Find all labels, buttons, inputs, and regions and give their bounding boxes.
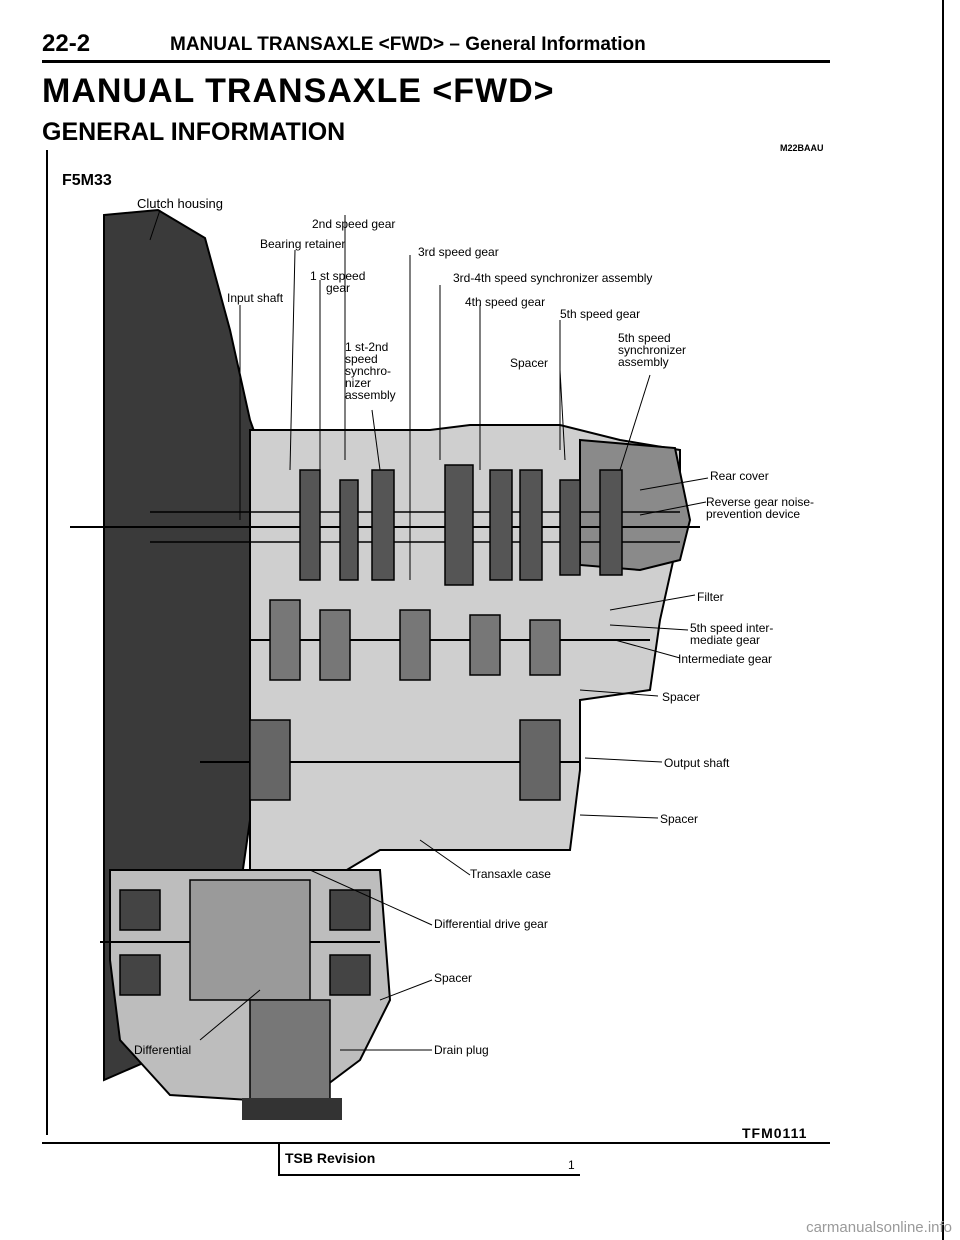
watermark: carmanualsonline.info <box>806 1219 952 1236</box>
header-rule <box>42 60 830 63</box>
label-5th-speed-gear: 5th speed gear <box>560 307 641 321</box>
label-differential: Differential <box>134 1043 192 1057</box>
label-2nd-speed-gear: 2nd speed gear <box>312 217 396 231</box>
label-spacer-mid: Spacer <box>662 690 701 704</box>
section-title: GENERAL INFORMATION <box>42 118 346 146</box>
label-spacer-bottom: Spacer <box>434 971 473 985</box>
label-filter: Filter <box>697 590 724 604</box>
running-title: MANUAL TRANSAXLE <FWD> – General Informa… <box>170 34 646 55</box>
tsb-label: TSB Revision <box>285 1150 376 1166</box>
label-3rd-4th-synchronizer: 3rd-4th speed synchronizer assembly <box>453 271 653 285</box>
tsb-box <box>278 1144 580 1176</box>
model-code: F5M33 <box>62 172 112 189</box>
right-binding-line <box>942 0 944 1240</box>
label-clutch-housing: Clutch housing <box>137 196 223 211</box>
label-spacer-top: Spacer <box>510 356 549 370</box>
label-5th-intermediate-gear: 5th speed inter- mediate gear <box>690 621 774 647</box>
label-4th-speed-gear: 4th speed gear <box>465 295 546 309</box>
label-bearing-retainer: Bearing retainer <box>260 237 346 251</box>
label-reverse-gear-device: Reverse gear noise-prevention device <box>706 495 815 521</box>
label-differential-drive-gear: Differential drive gear <box>434 917 548 931</box>
label-1st-speed-gear-line2: gear <box>326 281 351 295</box>
section-code: M22BAAU <box>780 143 824 153</box>
label-spacer-low: Spacer <box>660 812 699 826</box>
label-output-shaft: Output shaft <box>664 756 730 770</box>
label-drain-plug: Drain plug <box>434 1043 489 1057</box>
tsb-number: 1 <box>568 1158 575 1172</box>
label-input-shaft: Input shaft <box>227 291 284 305</box>
footer-rule <box>42 1142 830 1144</box>
label-5th-synchronizer: 5th speed synchronizer assembly <box>618 331 687 369</box>
label-1st-2nd-synchronizer: 1 st-2nd speed synchro- nizer assembly <box>345 340 396 402</box>
page-title: MANUAL TRANSAXLE <FWD> <box>42 72 555 110</box>
label-rear-cover: Rear cover <box>710 469 769 483</box>
label-1st-speed-gear-line1: 1 st speed <box>310 269 366 283</box>
label-intermediate-gear: Intermediate gear <box>678 652 773 666</box>
label-transaxle-case: Transaxle case <box>470 867 551 881</box>
label-3rd-speed-gear: 3rd speed gear <box>418 245 499 259</box>
figure-id: TFM0111 <box>742 1125 808 1141</box>
page-number: 22-2 <box>42 30 91 57</box>
left-margin-line <box>46 150 48 1135</box>
